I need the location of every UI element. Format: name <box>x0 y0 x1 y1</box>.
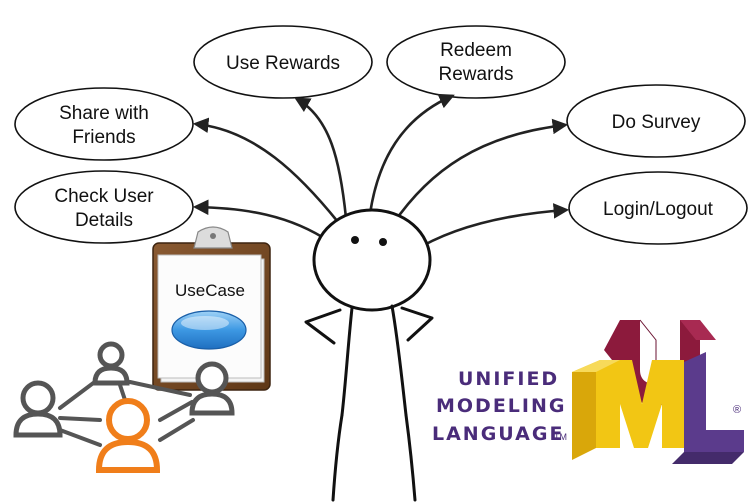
actor-body-right <box>390 304 408 417</box>
person-gray-right <box>189 361 235 416</box>
use-case-redeem-rewards: Redeem Rewards <box>386 25 566 99</box>
arrow-to-redeem-rewards <box>368 93 455 216</box>
uml-3d-letters: ® <box>572 319 744 464</box>
use-case-check-user-details: Check User Details <box>14 170 194 244</box>
person-orange-center <box>95 398 161 473</box>
arrow-to-use-rewards <box>294 97 348 220</box>
arrow-to-share-with-friends <box>192 117 340 224</box>
people-network-icon <box>13 341 235 473</box>
actor-eye-right <box>379 238 387 246</box>
use-case-label-line: Details <box>75 210 133 231</box>
use-case-label-line: Login/Logout <box>603 199 714 220</box>
arrow-to-login-logout <box>410 203 570 254</box>
use-case-label-line: Use Rewards <box>226 53 340 74</box>
uml-logo: UNIFIED MODELING LANGUAGE TM ® <box>432 319 744 464</box>
uml-logo-line-unified: UNIFIED <box>458 368 559 390</box>
association-arrows <box>192 93 570 254</box>
uml-trademark: TM <box>554 432 567 442</box>
arrow-to-check-user-details <box>192 199 332 244</box>
use-case-do-survey: Do Survey <box>566 84 746 158</box>
actor-body <box>340 306 354 417</box>
actor-leg-right <box>404 413 417 502</box>
clipboard-label: UseCase <box>175 281 245 300</box>
uml-logo-line-modeling: MODELING <box>436 395 566 417</box>
person-gray-top <box>92 341 130 386</box>
use-case-label-line: Do Survey <box>612 112 701 133</box>
actor-arm-left <box>304 308 342 345</box>
person-gray-left <box>13 380 63 438</box>
use-case-use-rewards: Use Rewards <box>193 25 373 99</box>
usecase-clipboard-icon: UseCase <box>152 226 271 391</box>
use-case-oval-symbol <box>171 310 247 350</box>
actor-arm-right <box>400 306 434 342</box>
actor-head <box>312 208 432 312</box>
actor-eye-left <box>351 236 359 244</box>
use-case-label-line: Rewards <box>439 64 514 85</box>
use-case-label-line: Share with <box>59 103 149 124</box>
use-case-label-line: Friends <box>72 127 135 148</box>
uml-logo-line-language: LANGUAGE <box>432 423 564 445</box>
actor-stick-figure <box>304 208 434 502</box>
arrow-to-do-survey <box>391 118 569 226</box>
use-case-share-with-friends: Share with Friends <box>14 87 194 161</box>
actor-leg-left <box>331 413 344 502</box>
uml-registered-mark: ® <box>733 404 741 416</box>
use-case-label-line: Check User <box>54 186 154 207</box>
use-case-label-line: Redeem <box>440 40 512 61</box>
use-case-login-logout: Login/Logout <box>568 171 748 245</box>
